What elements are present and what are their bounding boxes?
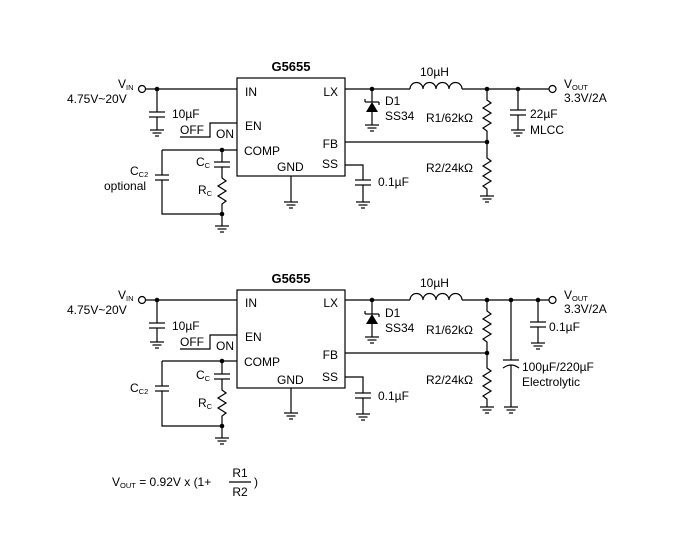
rc-label: RC [198, 183, 213, 198]
vin-terminal [137, 84, 147, 94]
pin-fb: FB [323, 348, 338, 362]
css-label: 0.1µF [378, 175, 409, 189]
cout-type: MLCC [530, 123, 564, 137]
chip-name: G5655 [271, 59, 310, 74]
pin-en: EN [245, 119, 262, 133]
r2-resistor [481, 142, 493, 196]
off-label: OFF [180, 123, 204, 137]
pin-gnd: GND [277, 160, 304, 174]
r1-resistor [481, 300, 493, 353]
formula-denominator: R2 [232, 485, 248, 499]
cc2-label: CC2 [130, 381, 148, 396]
inductor [409, 292, 463, 301]
cout-small-label: 0.1µF [549, 320, 580, 334]
junction [219, 423, 225, 429]
cc-label: CC [196, 368, 211, 383]
ground-symbol [215, 225, 229, 233]
inductor-label: 10µH [420, 65, 449, 79]
rc-label: RC [198, 396, 213, 411]
cc2-label: CC2 [130, 164, 148, 179]
cout-value: 22µF [530, 107, 558, 121]
css-label: 0.1µF [378, 389, 409, 403]
cin-capacitor [149, 300, 165, 349]
cc2-note: optional [104, 179, 146, 193]
ground-symbol [480, 195, 494, 203]
vout-label: VOUT [564, 77, 588, 92]
vin-terminal [137, 295, 147, 305]
r1-resistor [481, 89, 493, 142]
inductor-label: 10µH [420, 276, 449, 290]
en-switch-wire [180, 122, 237, 138]
diode-part: SS34 [385, 109, 415, 123]
on-label: ON [216, 339, 234, 353]
r2-label: R2/24kΩ [426, 161, 473, 175]
formula-lhs: VOUT = 0.92V x (1+ [112, 475, 211, 490]
ground-symbol [284, 176, 298, 209]
on-label: ON [216, 127, 234, 141]
ground-symbol [215, 437, 229, 445]
cc2-capacitor [155, 174, 169, 181]
vin-range: 4.75V~20V [67, 92, 127, 106]
diode-d1 [364, 300, 380, 344]
vout-label: VOUT [564, 288, 588, 303]
ground-symbol [480, 406, 494, 414]
cout-electrolytic-capacitor [502, 300, 520, 414]
diode-d1 [364, 89, 380, 132]
r1-label: R1/62kΩ [426, 323, 473, 337]
cc-label: CC [196, 155, 211, 170]
vout-terminal [548, 295, 557, 305]
cin-label: 10µF [172, 319, 200, 333]
rc-resistor [216, 379, 228, 438]
r1-label: R1/62kΩ [426, 111, 473, 125]
pin-lx: LX [323, 85, 338, 99]
ground-symbol [284, 388, 298, 420]
formula-close: ) [254, 475, 258, 489]
r2-label: R2/24kΩ [426, 373, 473, 387]
circuit-top: G5655 IN EN COMP GND LX FB SS VIN 4.75V~… [67, 59, 607, 233]
pin-fb: FB [323, 137, 338, 151]
diode-part: SS34 [385, 321, 415, 335]
pin-lx: LX [323, 296, 338, 310]
pin-in: IN [245, 85, 257, 99]
cout-type: Electrolytic [522, 375, 580, 389]
pin-gnd: GND [277, 373, 304, 387]
diode-name: D1 [385, 94, 401, 108]
r2-resistor [481, 353, 493, 407]
wire [161, 391, 222, 427]
cc-capacitor [214, 373, 230, 380]
pin-ss: SS [322, 370, 338, 384]
pin-comp: COMP [244, 355, 280, 369]
pin-en: EN [245, 330, 262, 344]
cout-capacitor [510, 89, 526, 137]
cc2-capacitor [155, 385, 169, 392]
pin-ss: SS [322, 157, 338, 171]
vout-terminal [548, 84, 557, 94]
ss-capacitor [345, 164, 371, 209]
pin-in: IN [245, 296, 257, 310]
vin-range: 4.75V~20V [67, 303, 127, 317]
en-switch-wire [180, 334, 237, 350]
vout-value: 3.3V/2A [564, 91, 607, 105]
cin-capacitor [149, 89, 165, 137]
cin-label: 10µF [172, 107, 200, 121]
vout-formula: VOUT = 0.92V x (1+ R1 R2 ) [112, 466, 258, 499]
vin-label: VIN [118, 77, 134, 92]
vout-value: 3.3V/2A [564, 302, 607, 316]
cout-small-capacitor [530, 300, 546, 350]
inductor [409, 81, 463, 90]
formula-numerator: R1 [232, 466, 248, 480]
diode-name: D1 [385, 306, 401, 320]
cc-capacitor [214, 161, 230, 168]
cout-value: 100µF/220µF [522, 360, 594, 374]
pin-comp: COMP [244, 144, 280, 158]
chip-name: G5655 [271, 271, 310, 286]
ss-capacitor [345, 376, 371, 421]
wire [161, 180, 222, 215]
vin-label: VIN [118, 288, 134, 303]
rc-resistor [216, 167, 228, 226]
junction [219, 211, 225, 217]
circuit-bottom: G5655 IN EN COMP GND LX FB SS VIN 4.75V~… [67, 271, 607, 445]
off-label: OFF [180, 335, 204, 349]
